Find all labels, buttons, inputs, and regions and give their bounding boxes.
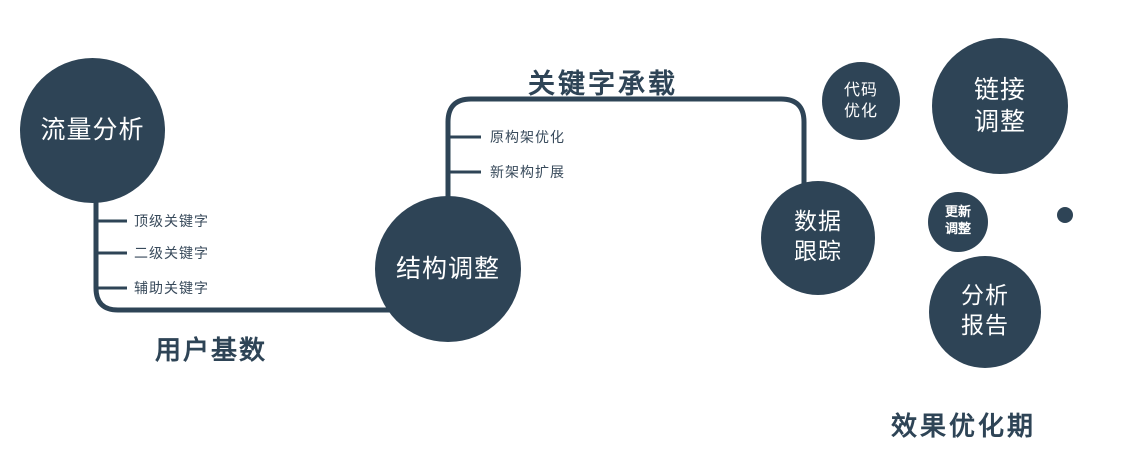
node-link-adjust: 链接 调整 xyxy=(932,38,1068,174)
branch-label-arch-optimize: 原构架优化 xyxy=(490,130,565,146)
node-update-adjust-line2: 调整 xyxy=(944,222,971,237)
node-structure-adjust-label: 结构调整 xyxy=(395,253,500,283)
node-analysis-report: 分析 报告 xyxy=(929,256,1041,368)
caption-effect-optimization: 效果优化期 xyxy=(891,412,1037,442)
edge-label-keyword-bearing: 关键字承载 xyxy=(528,69,678,100)
node-traffic-analysis: 流量分析 xyxy=(20,58,165,203)
node-data-tracking-line2: 跟踪 xyxy=(794,239,842,265)
branch-label-second-keyword: 二级关键字 xyxy=(134,246,209,262)
node-analysis-report-line1: 分析 xyxy=(961,283,1009,310)
node-code-optimize-line1: 代码 xyxy=(843,80,878,100)
node-data-tracking: 数据 跟踪 xyxy=(761,181,875,295)
node-data-tracking-line1: 数据 xyxy=(794,209,842,236)
branch-label-top-keyword: 顶级关键字 xyxy=(134,214,209,230)
node-code-optimize-line2: 优化 xyxy=(843,101,878,120)
node-traffic-analysis-label: 流量分析 xyxy=(40,115,145,145)
node-structure-adjust: 结构调整 xyxy=(375,196,521,342)
node-update-adjust-line1: 更新 xyxy=(944,205,971,221)
node-code-optimize: 代码 优化 xyxy=(822,62,900,140)
edge-structure-to-tracking xyxy=(445,96,807,205)
branch-label-aux-keyword: 辅助关键字 xyxy=(134,281,209,297)
edge-label-user-base: 用户基数 xyxy=(155,336,268,366)
bullet-dot xyxy=(1057,207,1073,223)
node-link-adjust-line2: 调整 xyxy=(973,107,1026,136)
node-analysis-report-line2: 报告 xyxy=(961,313,1009,339)
branch-label-arch-expand: 新架构扩展 xyxy=(490,165,565,181)
node-link-adjust-line1: 链接 xyxy=(973,74,1026,104)
node-update-adjust: 更新 调整 xyxy=(928,192,988,252)
